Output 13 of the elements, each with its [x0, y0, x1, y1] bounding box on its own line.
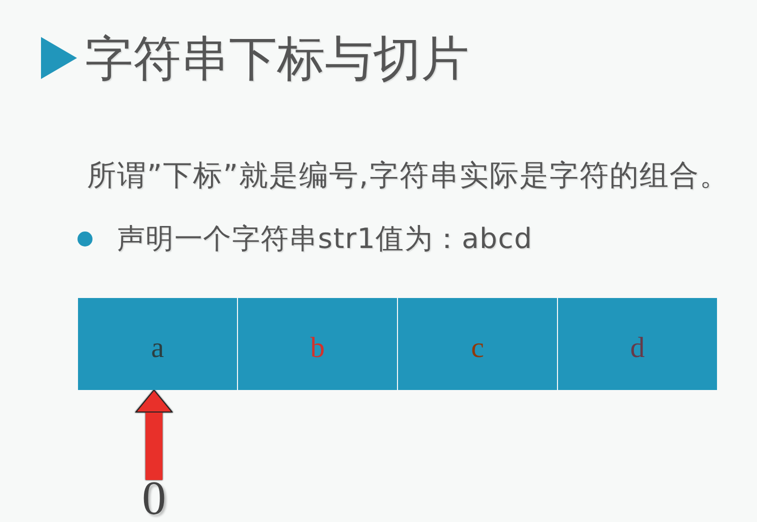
index-number: 0	[134, 480, 174, 518]
character-text: c	[471, 332, 484, 364]
string-cell	[398, 298, 557, 390]
character-text: d	[630, 332, 645, 364]
character-text: b	[310, 332, 325, 364]
character-text: a	[151, 332, 164, 364]
block-arrow	[136, 390, 172, 480]
string-cell	[238, 298, 397, 390]
string-cell	[558, 298, 717, 390]
bullet-text: 声明一个字符串str1值为：abcd	[117, 222, 533, 256]
body-text: 所谓”下标”就是编号,字符串实际是字符的组合。	[87, 158, 730, 192]
slide-title: 字符串下标与切片	[85, 30, 469, 88]
string-cell	[78, 298, 237, 390]
